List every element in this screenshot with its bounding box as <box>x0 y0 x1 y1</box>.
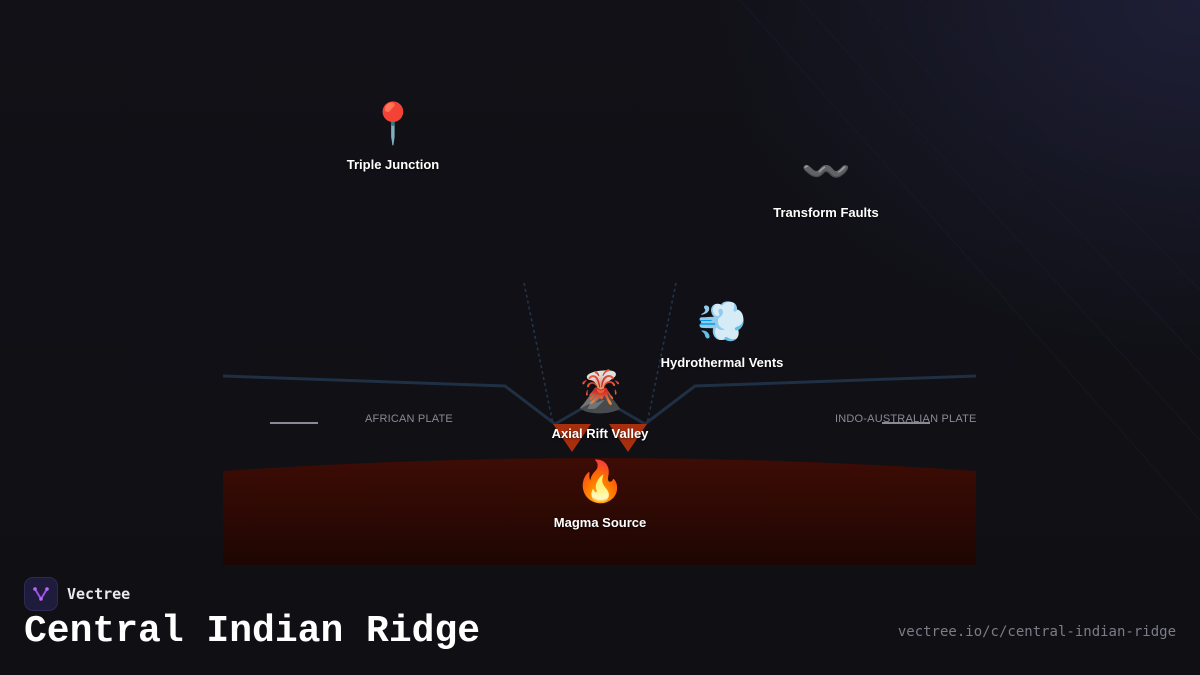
node-label: Hydrothermal Vents <box>660 355 784 370</box>
wavy-line-icon: 〰️ <box>801 149 851 195</box>
node-label: Axial Rift Valley <box>551 426 649 441</box>
rift-marker-right <box>609 424 647 452</box>
brand-name: Vectree <box>67 585 131 603</box>
node-label: Magma Source <box>553 515 647 530</box>
rift-marker-left <box>553 424 591 452</box>
crust-profile <box>222 374 977 426</box>
steam-icon: 💨 <box>697 299 747 345</box>
node-label: Transform Faults <box>773 205 879 220</box>
pin-icon: 📍 <box>368 101 418 147</box>
fire-icon: 🔥 <box>575 459 625 505</box>
magma-chamber <box>223 458 976 565</box>
plate-label-indo-australian: INDO-AUSTRALIAN PLATE <box>835 413 977 425</box>
node-label: Triple Junction <box>346 157 440 172</box>
vectree-logo-icon <box>24 577 58 611</box>
page-title: Central Indian Ridge <box>24 610 481 653</box>
brand[interactable]: Vectree <box>24 577 130 611</box>
plate-label-african: AFRICAN PLATE <box>365 413 453 425</box>
page-url[interactable]: vectree.io/c/central-indian-ridge <box>897 624 1176 640</box>
volcano-icon: 🌋 <box>575 369 625 415</box>
